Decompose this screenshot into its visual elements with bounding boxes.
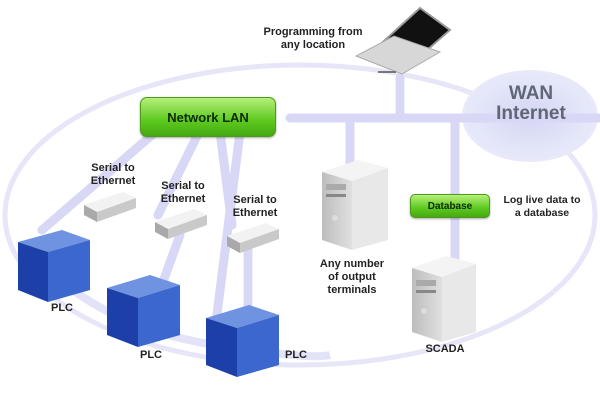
- serial-converter-label: Serial to Ethernet: [90, 162, 136, 187]
- database-node[interactable]: Database: [410, 194, 490, 218]
- database-note: Log live data to a database: [503, 194, 581, 219]
- serial-ethernet-converter-icon: [155, 209, 207, 239]
- plc-label: PLC: [140, 349, 162, 361]
- serial-converter-label: Serial to Ethernet: [160, 180, 206, 205]
- plc-cube-icon: [206, 305, 279, 377]
- plc-label: PLC: [51, 302, 73, 314]
- network-lan-label: Network LAN: [167, 109, 249, 125]
- plc-ring-arc: [57, 276, 331, 361]
- serial-ethernet-converter-icon: [84, 192, 136, 222]
- plc-label: PLC: [285, 349, 307, 361]
- plc-cube-icon: [18, 230, 90, 302]
- serial-ethernet-converter-icon: [227, 223, 279, 253]
- wan-label: WAN Internet: [496, 83, 566, 124]
- terminals-label: Any number of output terminals: [319, 258, 385, 296]
- server-tower-icon: [322, 160, 388, 250]
- plc-cube-icon: [107, 275, 180, 347]
- network-lan-node[interactable]: Network LAN: [140, 97, 276, 137]
- laptop-label: Programming from any location: [263, 26, 363, 51]
- database-label: Database: [427, 200, 473, 212]
- serial-converter-label: Serial to Ethernet: [232, 194, 278, 219]
- laptop-icon: [354, 6, 452, 75]
- server-tower-icon: [412, 256, 476, 342]
- scada-label: SCADA: [425, 343, 465, 355]
- network-ring: [2, 62, 598, 368]
